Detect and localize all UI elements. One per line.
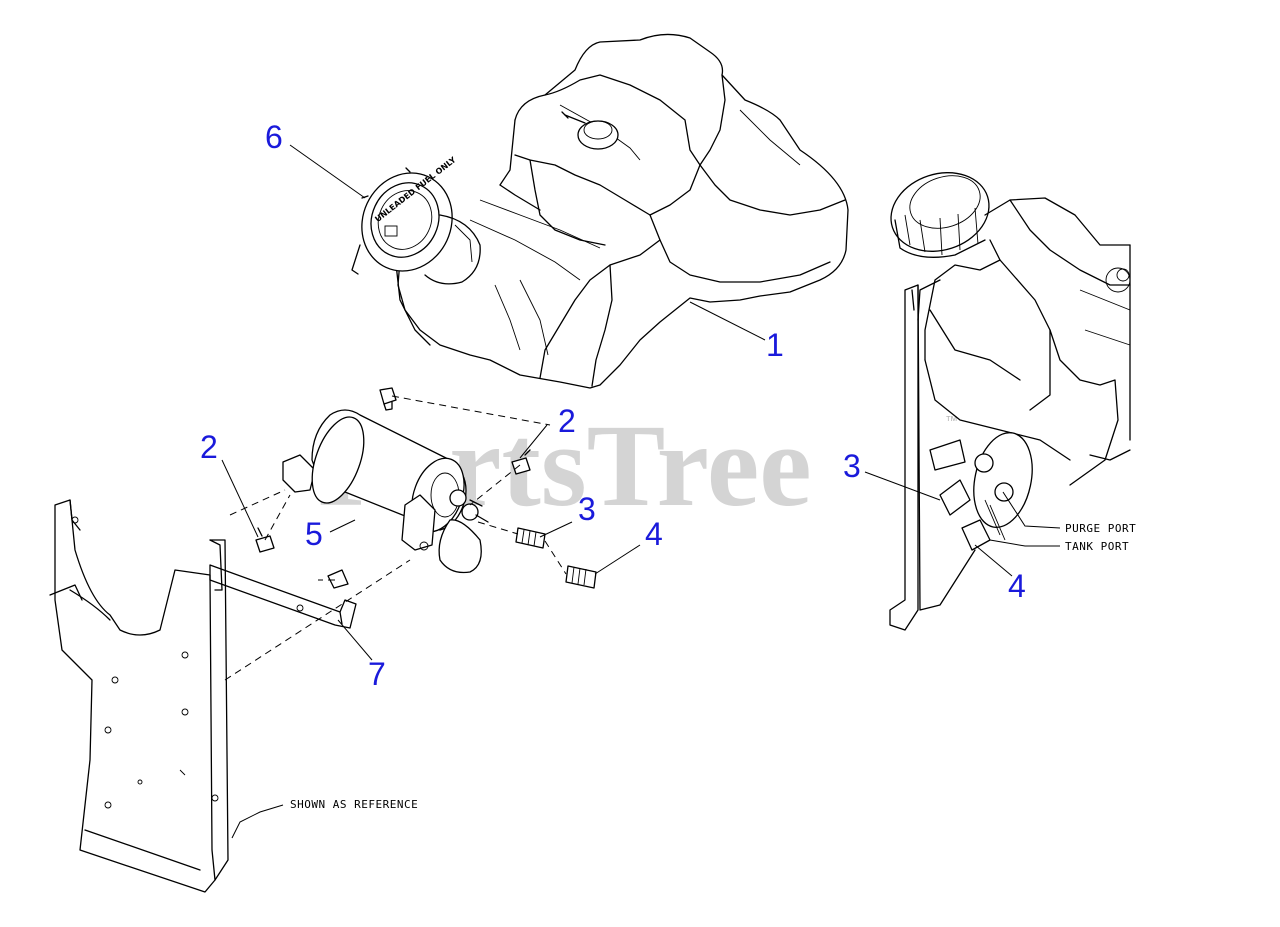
callout-4-left: 4 [645,516,663,552]
bracket [209,539,357,629]
bolt-top-right [511,449,531,475]
watermark-trademark: ™ [945,413,958,428]
hose-fitting-3 [515,527,546,549]
fuel-cap: UNLEADED FUEL ONLY [351,155,481,346]
leader-lines [221,144,1061,839]
bolt-top-left [379,387,397,411]
note-tank-port: TANK PORT [1065,540,1129,553]
hose-fitting-4 [565,565,597,589]
callout-4-right: 4 [1008,568,1026,604]
bolt-left [255,527,275,553]
bolt-lower [327,569,349,589]
note-shown-as-reference: SHOWN AS REFERENCE [290,798,418,811]
note-purge-port: PURGE PORT [1065,522,1136,535]
callout-2-top: 2 [558,403,576,439]
callout-3-right: 3 [843,448,861,484]
fuel-tank [397,33,849,389]
reference-panel [49,499,229,893]
assembly-lines [224,395,567,681]
callout-7: 7 [368,656,386,692]
callout-6: 6 [265,119,283,155]
callout-2-left: 2 [200,429,218,465]
callout-5: 5 [305,516,323,552]
callout-3-left: 3 [578,491,596,527]
detail-view [889,172,1131,631]
callout-1: 1 [766,327,784,363]
vapor-canister [282,409,489,574]
